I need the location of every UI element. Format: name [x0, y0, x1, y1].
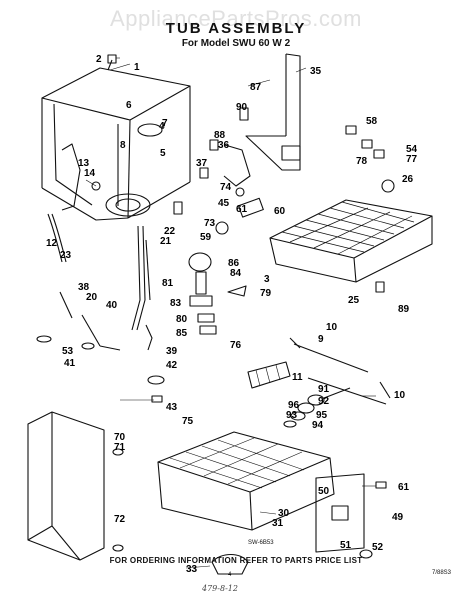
ordering-note: FOR ORDERING INFORMATION REFER TO PARTS … [109, 556, 363, 565]
callout: 2 [96, 54, 102, 65]
callout: 23 [60, 250, 72, 261]
callout: 14 [84, 168, 96, 179]
callout: 37 [196, 158, 208, 169]
callout: 10 [394, 390, 406, 401]
callout: 7 [162, 118, 168, 129]
callout: 92 [318, 396, 330, 407]
callout: 76 [230, 340, 242, 351]
document-code: SW-6B53 [248, 540, 274, 546]
upper-rack-drawing [269, 199, 433, 283]
callout: 81 [162, 278, 174, 289]
callout: 61 [236, 204, 248, 215]
callout: 25 [348, 295, 360, 306]
rack-track-drawing [289, 337, 391, 405]
left-small-parts-drawing [36, 291, 165, 403]
callout: 43 [166, 402, 178, 413]
callout: 77 [406, 154, 418, 165]
callout: 88 [214, 130, 226, 141]
figure-code: 7/88S3 [432, 570, 452, 576]
callout: 11 [292, 372, 303, 383]
callout: 31 [272, 518, 284, 529]
callout: 6 [126, 100, 132, 111]
callout: 61 [398, 482, 410, 493]
center-small-parts-drawing [173, 107, 264, 235]
callout: 8 [120, 140, 126, 151]
callout: 4 [159, 121, 165, 132]
callout: 90 [236, 102, 248, 113]
watermark: AppliancePartsPros.com [110, 6, 362, 31]
callout: 59 [200, 232, 212, 243]
callout: 58 [366, 116, 378, 127]
callout: 72 [114, 514, 126, 525]
heater-bracket-drawing [61, 143, 101, 211]
callout: 30 [278, 508, 290, 519]
callout: 3 [264, 274, 270, 285]
callout: 12 [46, 238, 58, 249]
callout: 36 [218, 140, 230, 151]
handwritten-note: 479-8-12 [202, 584, 238, 593]
callout: 21 [160, 236, 172, 247]
callout: 79 [260, 288, 272, 299]
callout: 96 [288, 400, 300, 411]
callout: 87 [250, 82, 262, 93]
part-callouts: 1 2 3 4 5 6 7 8 9 10 10 11 12 13 14 20 2… [46, 54, 418, 575]
callout: 93 [286, 410, 298, 421]
callout: 51 [340, 540, 352, 551]
callout: 40 [106, 300, 118, 311]
callout: 89 [398, 304, 410, 315]
callout: 54 [406, 144, 418, 155]
callout: 49 [392, 512, 404, 523]
callout: 91 [318, 384, 330, 395]
callout: 22 [164, 226, 176, 237]
callout: 42 [166, 360, 178, 371]
callout: 73 [204, 218, 216, 229]
lower-rack-drawing [157, 431, 335, 531]
callout: 78 [356, 156, 368, 167]
fill-hoses-drawing [47, 213, 151, 331]
page-number: 4 [228, 572, 232, 578]
callout: 45 [218, 198, 230, 209]
callout: 35 [310, 66, 322, 77]
rear-bracket-drawing [245, 53, 301, 171]
callout: 50 [318, 486, 330, 497]
callout: 71 [114, 442, 126, 453]
callout: 10 [326, 322, 338, 333]
callout: 95 [316, 410, 328, 421]
callout: 26 [402, 174, 414, 185]
callout: 9 [318, 334, 324, 345]
callout: 52 [372, 542, 384, 553]
callout: 80 [176, 314, 188, 325]
callout: 84 [230, 268, 242, 279]
silverware-basket-drawing [247, 361, 291, 389]
callout: 39 [166, 346, 178, 357]
diagram-title: TUB ASSEMBLY [165, 20, 307, 37]
callout: 1 [134, 62, 140, 73]
callout: 53 [62, 346, 74, 357]
diagram-subtitle: For Model SWU 60 W 2 [181, 38, 291, 49]
pump-parts-drawing [188, 252, 247, 335]
callout: 74 [220, 182, 232, 193]
callout: 33 [186, 564, 198, 575]
hinge-plate-drawing [315, 473, 387, 559]
callout: 85 [176, 328, 188, 339]
callout: 20 [86, 292, 98, 303]
callout: 13 [78, 158, 90, 169]
tub-cabinet-drawing [41, 54, 191, 221]
callout: 60 [274, 206, 286, 217]
washer-stack-drawing [283, 387, 351, 428]
callout: 86 [228, 258, 240, 269]
callout: 5 [160, 148, 166, 159]
callout: 94 [312, 420, 324, 431]
right-small-parts-drawing [345, 125, 395, 293]
rack-handle-drawing [211, 553, 249, 575]
callout: 75 [182, 416, 194, 427]
callout: 83 [170, 298, 182, 309]
leader-lines [85, 57, 376, 569]
door-panel-drawing [27, 411, 124, 561]
callout: 41 [64, 358, 76, 369]
callout: 70 [114, 432, 126, 443]
callout: 38 [78, 282, 90, 293]
